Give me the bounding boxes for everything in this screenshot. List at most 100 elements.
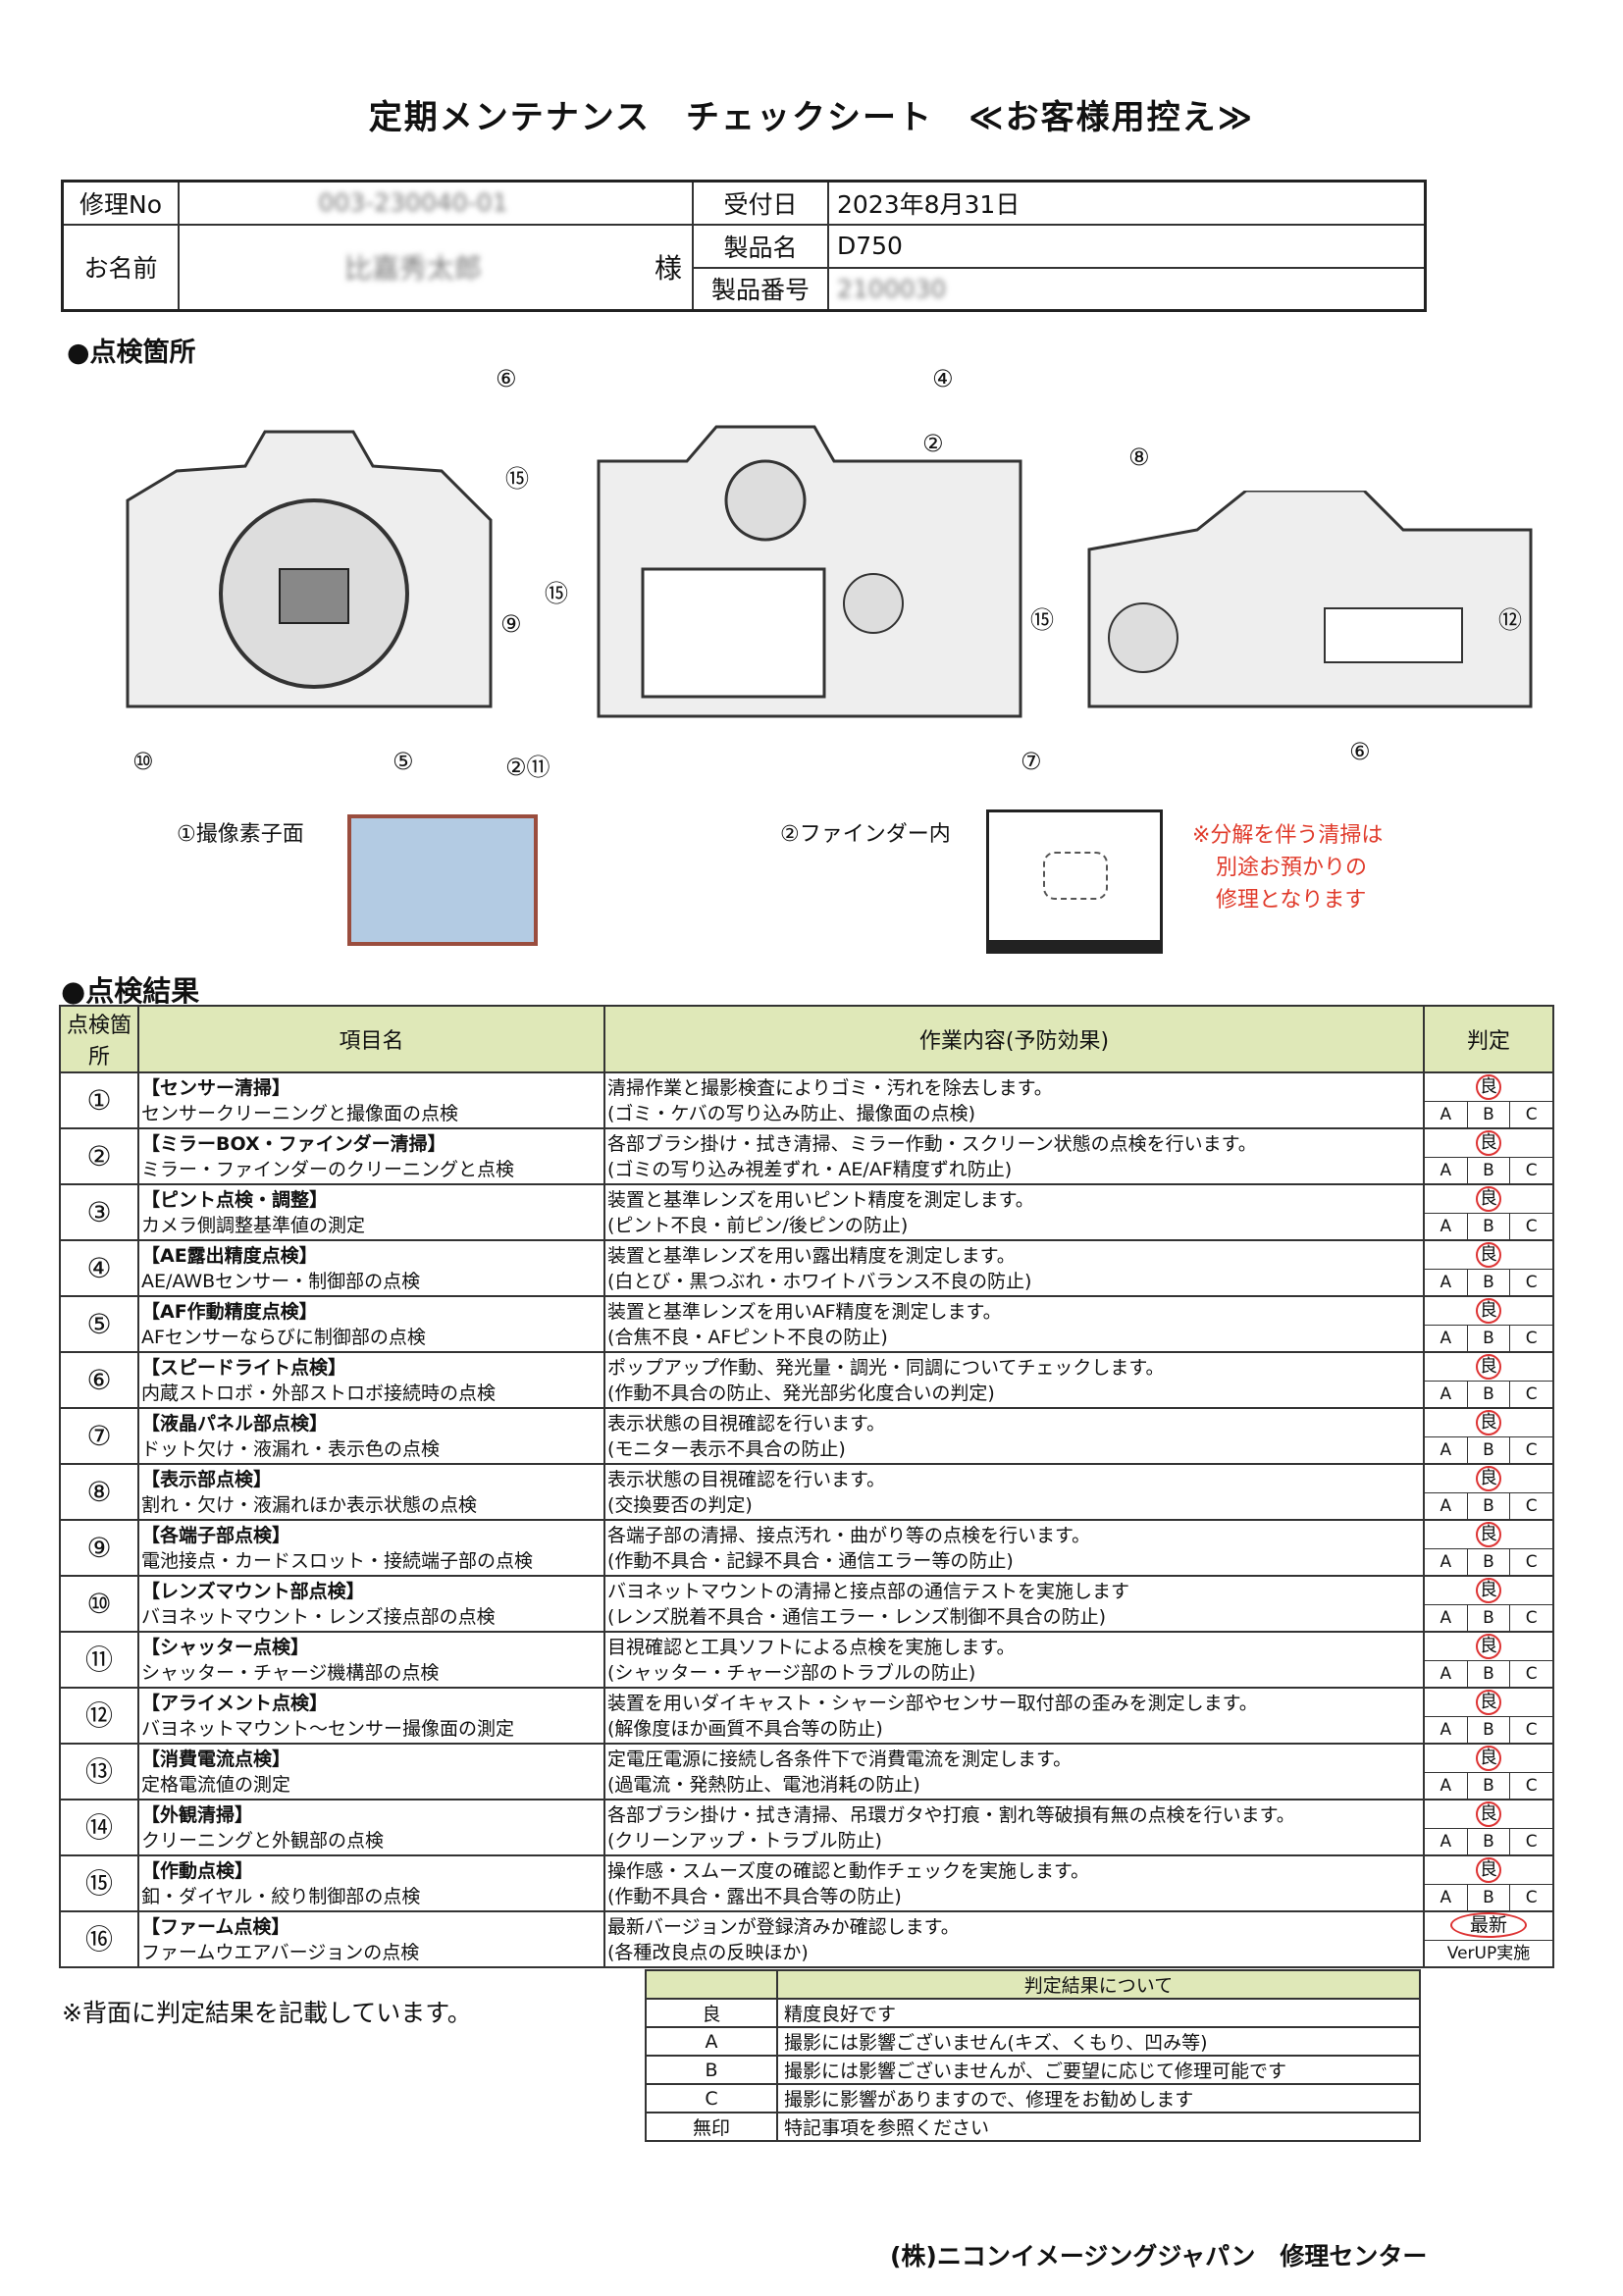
table-row: ⑯ 【ファーム点検】ファームウエアバージョンの点検 最新バージョンが登録済みか確… xyxy=(59,1910,1554,1968)
callout-10: ⑩ xyxy=(132,748,154,775)
item-cell: 【AF作動精度点検】AFセンサーならびに制御部の点検 xyxy=(137,1295,605,1353)
table-row: ⑭ 【外観清掃】クリーニングと外観部の点検 各部ブラシ掛け・拭き清掃、吊環ガタや… xyxy=(59,1799,1554,1856)
table-row: ⑫ 【アライメント点検】バヨネットマウント～センサー撮像面の測定 装置を用いダイ… xyxy=(59,1687,1554,1745)
item-title: 【ファーム点検】 xyxy=(141,1915,290,1938)
item-subtitle: 割れ・欠け・液漏れほか表示状態の点検 xyxy=(141,1493,478,1516)
table-row: ④ 【AE露出精度点検】AE/AWBセンサー・制御部の点検 装置と基準レンズを用… xyxy=(59,1239,1554,1297)
work-effect: (ゴミ・ケバの写り込み防止、撮像面の点検) xyxy=(607,1102,976,1124)
location-number: ⑭ xyxy=(59,1799,139,1856)
judgement-good-mark: 良 xyxy=(1476,1130,1501,1156)
item-title: 【シャッター点検】 xyxy=(141,1636,310,1658)
grade-c: C xyxy=(1509,1158,1552,1183)
work-cell: 清掃作業と撮影検査によりゴミ・汚れを除去します。(ゴミ・ケバの写り込み防止、撮像… xyxy=(603,1071,1425,1129)
camera-front-illustration xyxy=(126,430,493,708)
item-subtitle: バヨネットマウント～センサー撮像面の測定 xyxy=(141,1717,515,1740)
item-cell: 【作動点検】釦・ダイヤル・絞り制御部の点検 xyxy=(137,1854,605,1912)
table-row: ⑮ 【作動点検】釦・ダイヤル・絞り制御部の点検 操作感・スムーズ度の確認と動作チ… xyxy=(59,1854,1554,1912)
item-subtitle: センサークリーニングと撮像面の点検 xyxy=(141,1102,459,1124)
work-effect: (白とび・黒つぶれ・ホワイトバランス不良の防止) xyxy=(607,1270,1032,1292)
grade-c: C xyxy=(1509,1549,1552,1575)
camera-top-illustration xyxy=(1087,491,1533,708)
item-subtitle: ミラー・ファインダーのクリーニングと点検 xyxy=(141,1158,515,1180)
location-number: ⑮ xyxy=(59,1854,139,1912)
work-effect: (作動不具合の防止、発光部劣化度合いの判定) xyxy=(607,1382,995,1404)
item-cell: 【液晶パネル部点検】ドット欠け・液漏れ・表示色の点検 xyxy=(137,1407,605,1465)
table-row: ① 【センサー清掃】センサークリーニングと撮像面の点検 清掃作業と撮影検査により… xyxy=(59,1071,1554,1129)
work-effect: (解像度ほか画質不具合等の防止) xyxy=(607,1717,883,1740)
grade-a: A xyxy=(1440,1105,1452,1124)
table-row: ② 【ミラーBOX・ファインダー清掃】ミラー・ファインダーのクリーニングと点検 … xyxy=(59,1127,1554,1185)
work-cell: 表示状態の目視確認を行います。(モニター表示不具合の防止) xyxy=(603,1407,1425,1465)
work-effect: (交換要否の判定) xyxy=(607,1493,753,1516)
work-effect: (作動不具合・記録不具合・通信エラー等の防止) xyxy=(607,1549,1014,1572)
disassembly-note: ※分解を伴う清掃は 別途お預かりの 修理となります xyxy=(1192,819,1383,916)
item-subtitle: シャッター・チャージ機構部の点検 xyxy=(141,1661,440,1684)
callout-5: ⑤ xyxy=(393,748,414,775)
item-title: 【レンズマウント部点検】 xyxy=(141,1580,365,1602)
table-row: ⑨ 【各端子部点検】電池接点・カードスロット・接続端子部の点検 各端子部の清掃、… xyxy=(59,1519,1554,1577)
item-title: 【消費電流点検】 xyxy=(141,1748,291,1770)
work-description: ポップアップ作動、発光量・調光・同調についてチェックします。 xyxy=(607,1356,1165,1379)
legend-title: 判定結果について xyxy=(776,1969,1421,2000)
judgement-good-mark: 良 xyxy=(1476,1354,1501,1380)
grade-c: C xyxy=(1509,1829,1552,1854)
item-subtitle: カメラ側調整基準値の測定 xyxy=(141,1214,366,1236)
item-subtitle: ドット欠け・液漏れ・表示色の点検 xyxy=(141,1437,441,1460)
item-cell: 【ファーム点検】ファームウエアバージョンの点検 xyxy=(137,1910,605,1968)
work-effect: (クリーンアップ・トラブル防止) xyxy=(607,1829,882,1852)
serial-label: 製品番号 xyxy=(692,266,829,312)
judgement-good-mark: 良 xyxy=(1476,1186,1501,1212)
callout-4: ④ xyxy=(932,365,954,392)
item-title: 【液晶パネル部点検】 xyxy=(141,1412,329,1435)
grade-b: B xyxy=(1466,1493,1510,1519)
grade-a: A xyxy=(1440,1440,1452,1460)
grade-b: B xyxy=(1466,1549,1510,1575)
serial-value: 2100030 xyxy=(837,274,947,303)
grade-a: A xyxy=(1440,1888,1452,1907)
grade-b: B xyxy=(1466,1437,1510,1463)
item-cell: 【外観清掃】クリーニングと外観部の点検 xyxy=(137,1799,605,1856)
legend-meaning: 精度良好です xyxy=(776,1998,1421,2028)
judgement-good-mark: 良 xyxy=(1476,1857,1501,1883)
grade-a: A xyxy=(1440,1329,1452,1348)
callout-2: ② xyxy=(922,430,944,457)
item-cell: 【消費電流点検】定格電流値の測定 xyxy=(137,1743,605,1800)
item-cell: 【レンズマウント部点検】バヨネットマウント・レンズ接点部の点検 xyxy=(137,1575,605,1633)
grade-a: A xyxy=(1440,1496,1452,1516)
work-description: 最新バージョンが登録済みか確認します。 xyxy=(607,1915,960,1938)
item-cell: 【各端子部点検】電池接点・カードスロット・接続端子部の点検 xyxy=(137,1519,605,1577)
back-side-note: ※背面に判定結果を記載しています。 xyxy=(62,1999,472,2027)
note-line: 別途お預かりの xyxy=(1216,856,1368,880)
grade-a: A xyxy=(1440,1273,1452,1292)
grade-c: C xyxy=(1509,1437,1552,1463)
judgement-good-mark: 良 xyxy=(1476,1298,1501,1324)
work-cell: 最新バージョンが登録済みか確認します。(各種改良点の反映ほか) xyxy=(603,1910,1425,1968)
item-title: 【ミラーBOX・ファインダー清掃】 xyxy=(141,1132,446,1155)
work-description: 操作感・スムーズ度の確認と動作チェックを実施します。 xyxy=(607,1859,1090,1882)
grade-b: B xyxy=(1466,1214,1510,1239)
repair-no-value: 003-230040-01 xyxy=(318,188,508,218)
finder-sample-image xyxy=(986,809,1163,954)
item-title: 【センサー清掃】 xyxy=(141,1076,291,1099)
grade-a: A xyxy=(1440,1720,1452,1740)
item-cell: 【シャッター点検】シャッター・チャージ機構部の点検 xyxy=(137,1631,605,1689)
work-cell: 各端子部の清掃、接点汚れ・曲がり等の点検を行います。(作動不具合・記録不具合・通… xyxy=(603,1519,1425,1577)
location-number: ⑬ xyxy=(59,1743,139,1800)
header-item: 項目名 xyxy=(137,1005,605,1073)
header-judgement: 判定 xyxy=(1423,1005,1554,1073)
callout-12: ⑫ xyxy=(1498,606,1522,634)
grade-a: A xyxy=(1440,1384,1452,1404)
judgement-good-mark: 良 xyxy=(1476,1690,1501,1715)
judgement-verup: VerUP実施 xyxy=(1425,1940,1552,1966)
item-title: 【AF作動精度点検】 xyxy=(141,1300,318,1323)
received-value: 2023年8月31日 xyxy=(827,180,1427,226)
table-row: ⑥ 【スピードライト点検】内蔵ストロボ・外部ストロボ接続時の点検 ポップアップ作… xyxy=(59,1351,1554,1409)
grade-b: B xyxy=(1466,1661,1510,1687)
judgement-latest: 最新 xyxy=(1449,1912,1527,1938)
